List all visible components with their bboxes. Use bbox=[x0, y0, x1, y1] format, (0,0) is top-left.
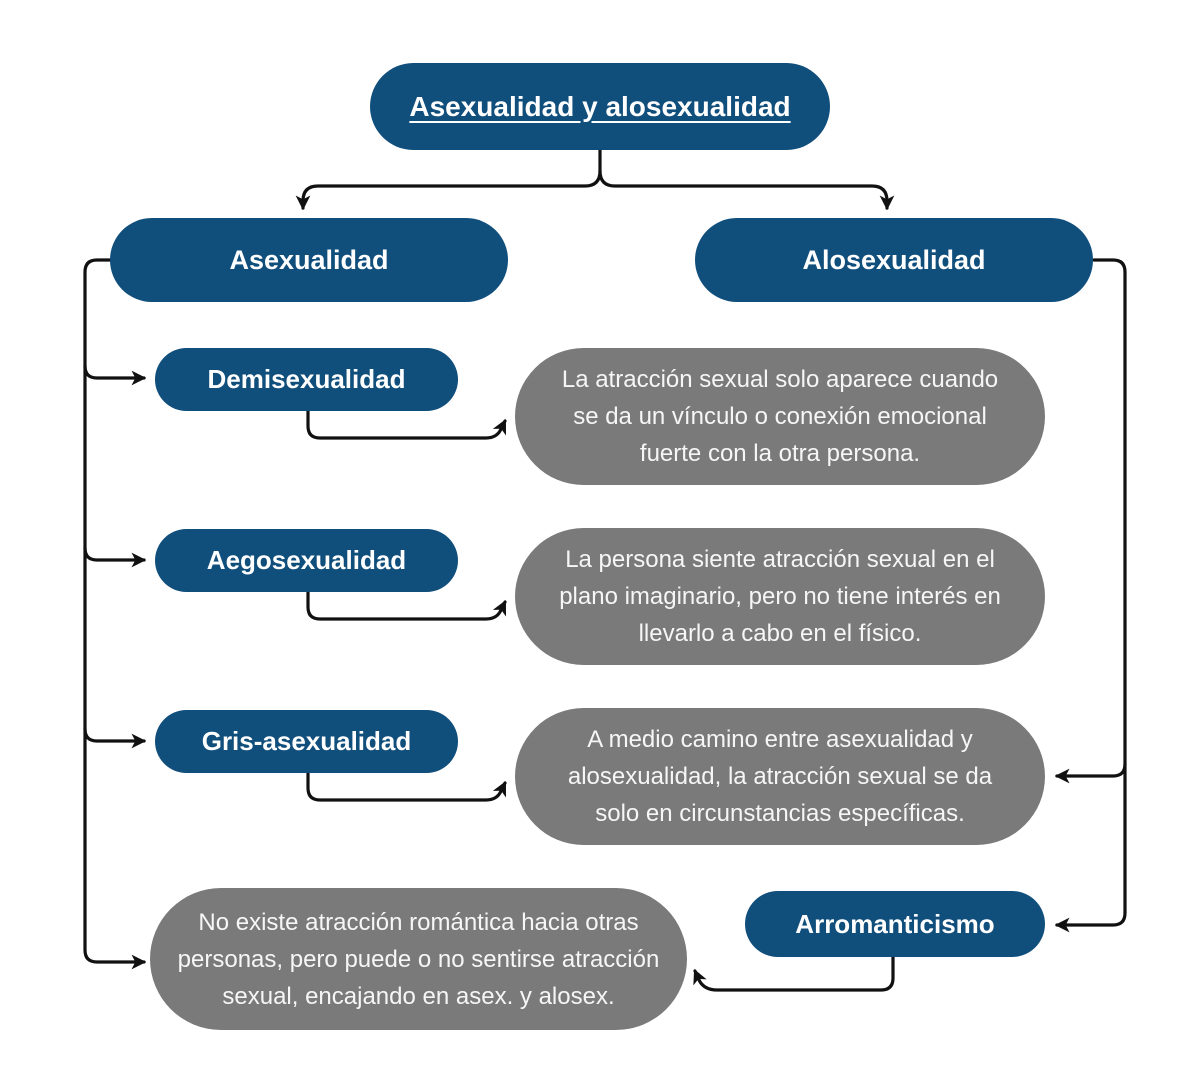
connector-arromanticismo-to-desc bbox=[693, 955, 895, 992]
demisexualidad-description: La atracción sexual solo aparece cuando … bbox=[515, 348, 1045, 485]
connector-aegosexualidad-to-desc bbox=[306, 590, 507, 621]
alosexualidad-node: Alosexualidad bbox=[695, 218, 1093, 302]
gris-asexualidad-label: Gris-asexualidad bbox=[201, 726, 412, 756]
gris-asexualidad-description: A medio camino entre asexualidad y alose… bbox=[515, 708, 1045, 845]
alosexualidad-label: Alosexualidad bbox=[802, 244, 986, 275]
asexualidad-label: Asexualidad bbox=[229, 244, 389, 275]
gris-asexualidad-description-text: A medio camino entre asexualidad y alose… bbox=[567, 726, 993, 827]
aegosexualidad-label: Aegosexualidad bbox=[206, 545, 407, 575]
connector-right-trunk-to-gris-desc bbox=[1054, 762, 1127, 784]
arromanticismo-label: Arromanticismo bbox=[795, 908, 995, 939]
arromanticismo-description-text: No existe atracción romántica hacia otra… bbox=[177, 908, 660, 1010]
connector-title-to-alosexualidad bbox=[598, 169, 895, 211]
demisexualidad-description-text: La atracción sexual solo aparece cuando … bbox=[561, 366, 999, 467]
connector-title-to-asexualidad bbox=[295, 169, 602, 211]
connector-gris-to-desc bbox=[306, 771, 507, 802]
aegosexualidad-description: La persona siente atracción sexual en el… bbox=[515, 528, 1045, 665]
connector-left-trunk-to-demisexualidad bbox=[83, 364, 147, 386]
connector-left-trunk-to-aegosexualidad bbox=[83, 546, 147, 568]
connector-left-trunk-to-gris bbox=[83, 727, 147, 749]
page-title: Asexualidad y alosexualidad bbox=[409, 90, 791, 122]
aegosexualidad-description-text: La persona siente atracción sexual en el… bbox=[559, 546, 1001, 647]
asexualidad-node: Asexualidad bbox=[110, 218, 508, 302]
connector-left-trunk-to-bottom-box bbox=[83, 258, 147, 970]
aegosexualidad-node: Aegosexualidad bbox=[155, 529, 458, 592]
gris-asexualidad-node: Gris-asexualidad bbox=[155, 710, 458, 773]
arromanticismo-description: No existe atracción romántica hacia otra… bbox=[150, 888, 687, 1030]
demisexualidad-node: Demisexualidad bbox=[155, 348, 458, 411]
connector-demisexualidad-to-desc bbox=[306, 409, 507, 440]
arromanticismo-node: Arromanticismo bbox=[745, 891, 1045, 957]
demisexualidad-label: Demisexualidad bbox=[207, 364, 406, 394]
title-node: Asexualidad y alosexualidad bbox=[370, 63, 830, 150]
connector-right-trunk-to-arromanticismo bbox=[1054, 258, 1127, 933]
